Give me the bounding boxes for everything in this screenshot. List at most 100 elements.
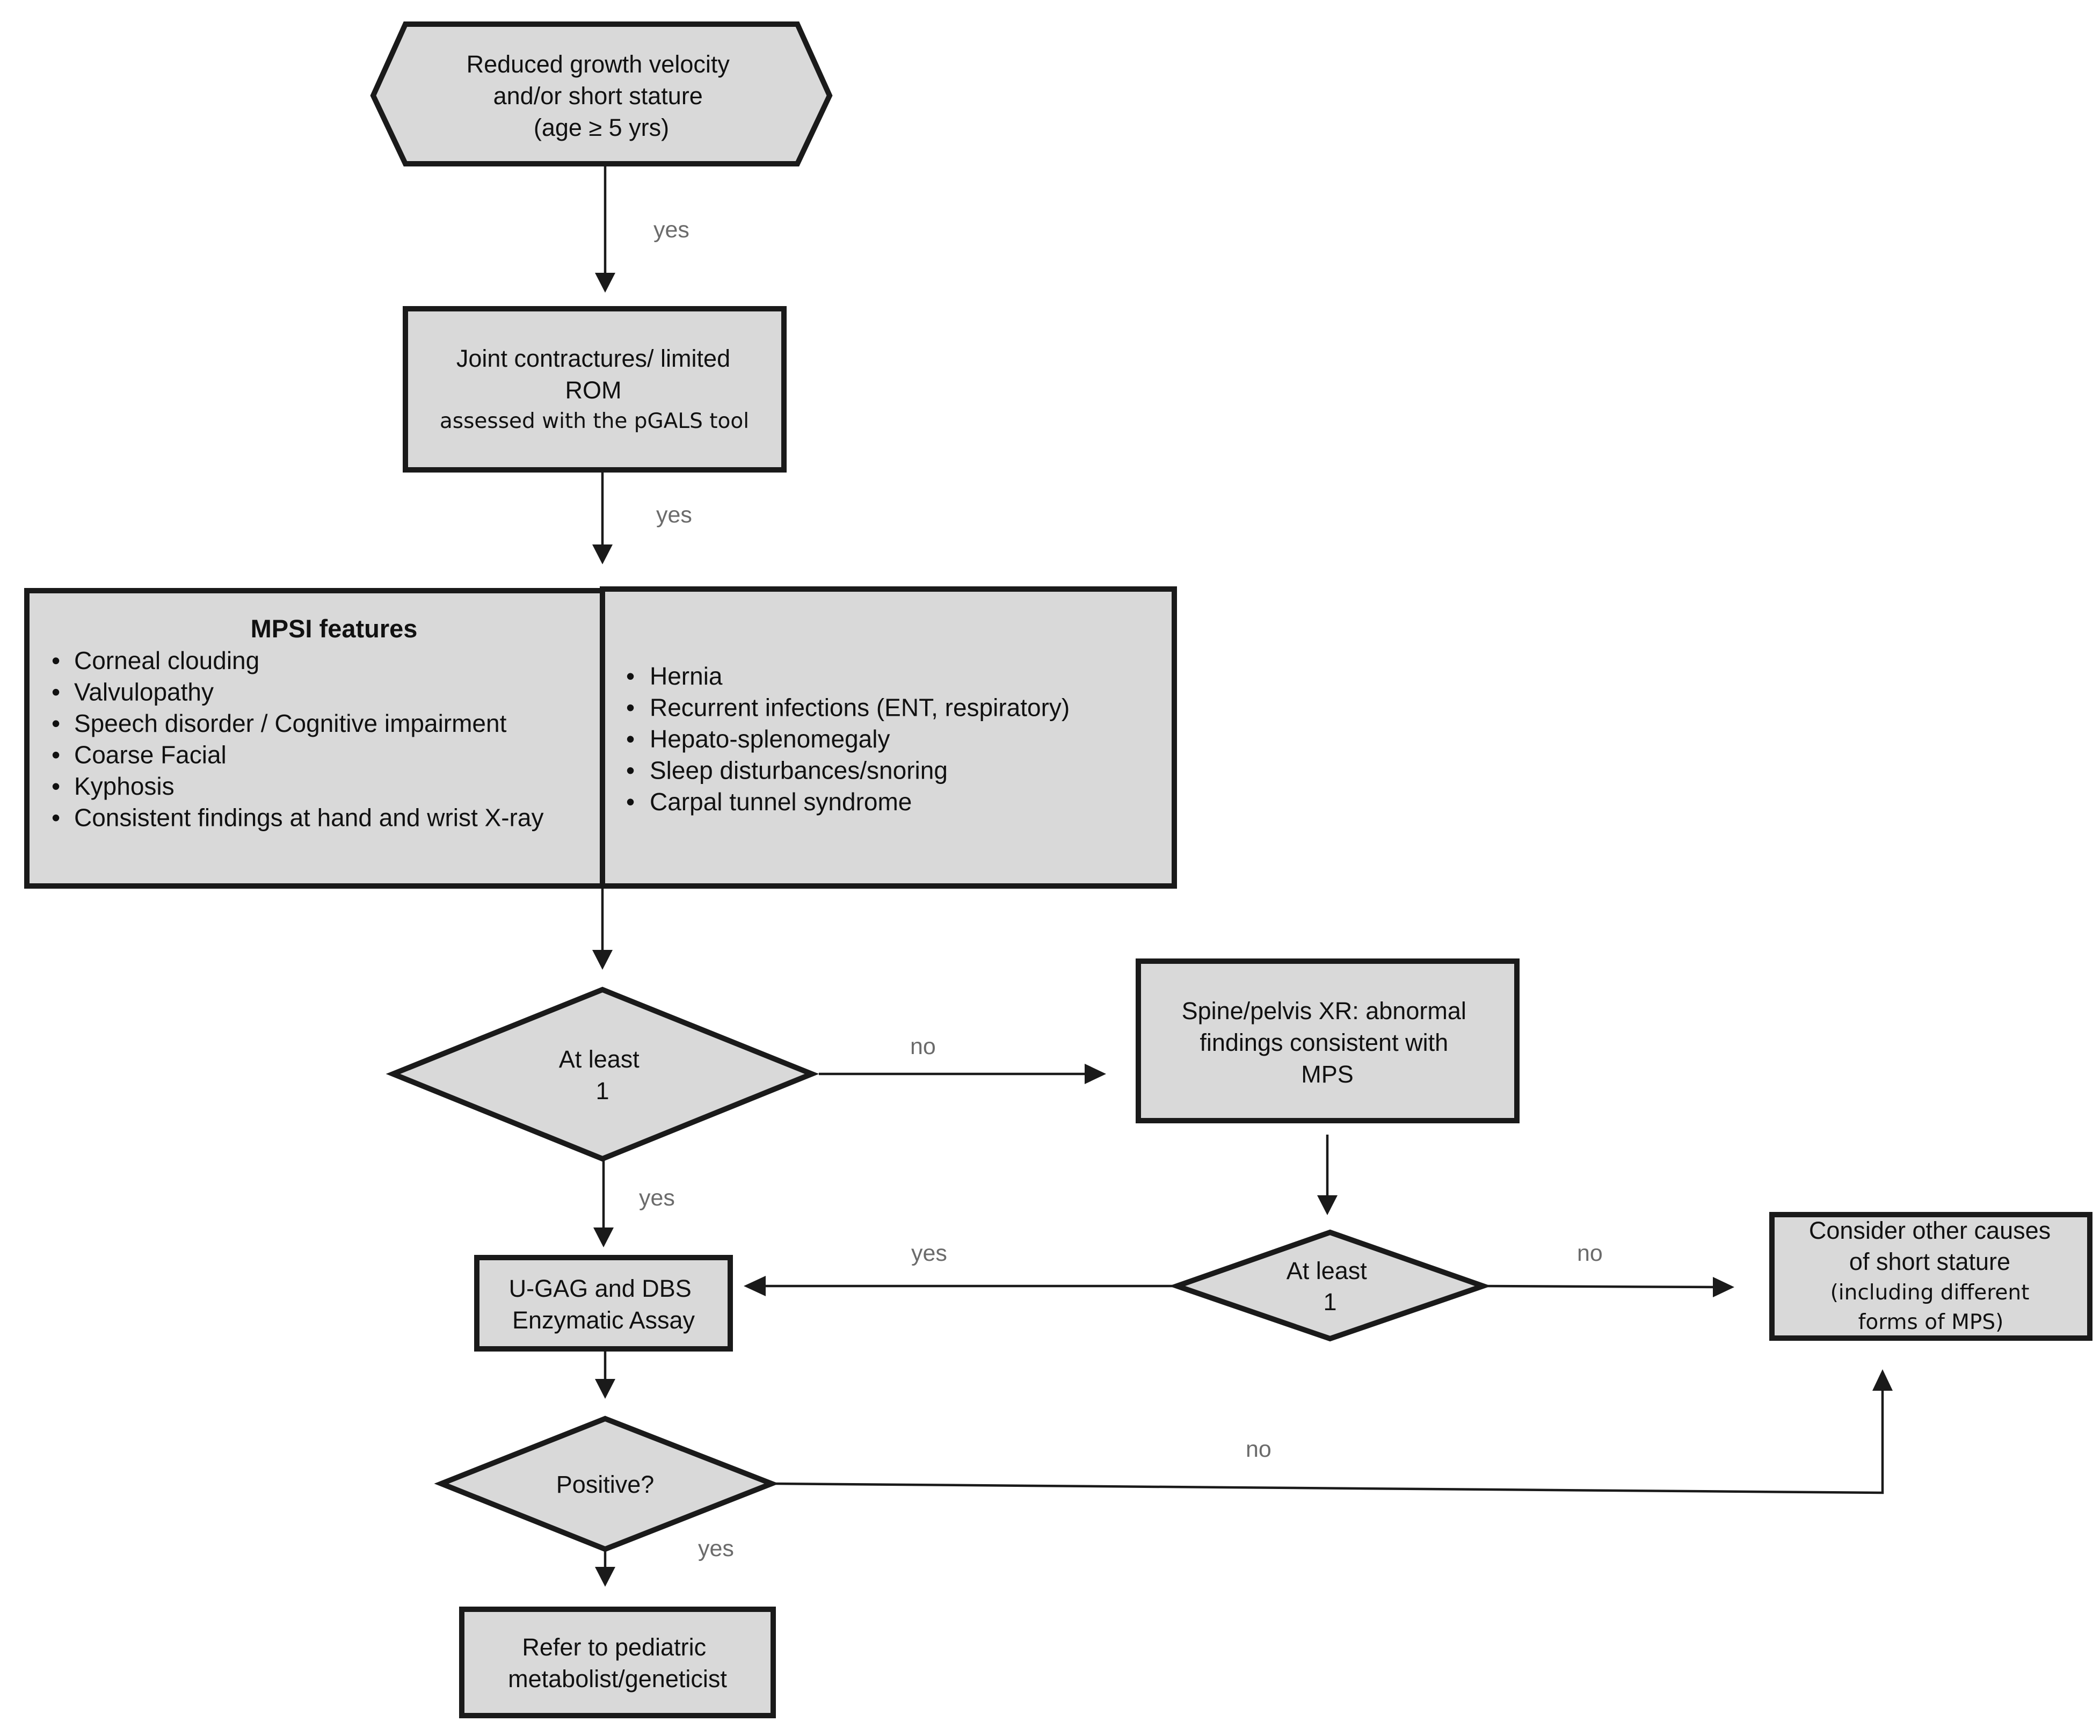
ugag-dbs-assay-box — [474, 1255, 733, 1352]
edge-label-yes: yes — [656, 502, 692, 528]
mpsi-feature-item: Recurrent infections (ENT, respiratory) — [650, 694, 1070, 722]
decision-label-line: At least — [559, 1045, 640, 1073]
edge-label-yes: yes — [698, 1536, 734, 1561]
spine-pelvis-xr-line: Spine/pelvis XR: abnormal — [1182, 997, 1466, 1025]
mpsi-feature-item: Valvulopathy — [74, 678, 214, 706]
mpsi-feature-item: Carpal tunnel syndrome — [650, 788, 912, 816]
edge-label-no: no — [1246, 1436, 1271, 1462]
edge-label-yes: yes — [653, 217, 689, 243]
arrowhead-down-icon — [595, 273, 615, 293]
other-causes-node: Consider other causes of short stature (… — [1769, 1212, 2092, 1341]
refer-specialist-node: Refer to pediatric metabolist/geneticist — [459, 1607, 776, 1718]
edge-label-no: no — [1577, 1240, 1603, 1266]
mpsi-features-right-list: • Hernia • Recurrent infections (ENT, respi… — [626, 662, 1070, 816]
edge-xr-decision-to-ugag: yes — [744, 1240, 1177, 1296]
mpsi-features-node: MPSI features • Corneal clouding • Valvulop… — [24, 586, 1177, 889]
start-label: Reduced growth velocity and/or short sta… — [467, 50, 737, 141]
decision-at-least-one-diamond — [386, 986, 819, 1162]
bullet-icon: • — [52, 772, 60, 800]
positive-decision-node: Positive? — [434, 1415, 779, 1552]
mpsi-feature-item: Kyphosis — [74, 772, 175, 800]
spine-pelvis-xr-node: Spine/pelvis XR: abnormal findings consi… — [1136, 958, 1520, 1123]
other-causes-box — [1769, 1212, 2092, 1341]
connector-line — [1483, 1284, 1716, 1289]
edge-label-yes: yes — [639, 1185, 675, 1211]
decision-xr-at-least-one-node: At least 1 — [1168, 1229, 1492, 1342]
decision-xr-at-least-one-label: At least 1 — [1287, 1257, 1374, 1316]
start-node: Reduced growth velocity and/or short sta… — [370, 21, 833, 166]
edge-decision-to-ugag: yes — [593, 1159, 675, 1247]
bullet-icon: • — [626, 694, 635, 722]
start-hexagon-shape — [370, 21, 833, 166]
bullet-icon: • — [626, 662, 635, 690]
other-causes-label: Consider other causes of short stature (… — [1809, 1217, 2053, 1334]
decision-label-line: At least — [1287, 1257, 1368, 1284]
mpsi-features-left-panel — [24, 588, 605, 889]
edge-positive-to-refer: yes — [595, 1536, 734, 1587]
bullet-icon: • — [626, 757, 635, 785]
decision-label-line: 1 — [1323, 1288, 1336, 1316]
arrowhead-left-icon — [744, 1276, 766, 1296]
decision-at-least-one-node: At least 1 — [386, 986, 819, 1162]
decision-xr-at-least-one-diamond — [1168, 1229, 1492, 1342]
edge-label-no: no — [910, 1034, 936, 1059]
spine-pelvis-xr-line: findings consistent with — [1200, 1029, 1448, 1056]
edge-xr-decision-to-other-causes: no — [1483, 1240, 1734, 1297]
other-causes-line: Consider other causes — [1809, 1217, 2051, 1244]
arrowhead-down-icon — [593, 1227, 614, 1247]
joint-contractures-line: Joint contractures/ limited — [456, 345, 730, 372]
bullet-icon: • — [52, 647, 60, 674]
mpsi-feature-item: Sleep disturbances/snoring — [650, 757, 948, 785]
connector-line — [771, 1388, 1884, 1494]
arrowhead-right-icon — [1713, 1277, 1734, 1297]
other-causes-line: forms of MPS) — [1858, 1310, 2004, 1334]
spine-pelvis-xr-box — [1136, 958, 1520, 1123]
arrowhead-down-icon — [595, 1379, 615, 1399]
mpsi-feature-item: Hernia — [650, 662, 723, 690]
mpsi-feature-item: Consistent findings at hand and wrist X-… — [74, 804, 543, 832]
mpsi-features-right-panel — [600, 586, 1177, 889]
edge-label-yes: yes — [911, 1240, 947, 1266]
bullet-icon: • — [52, 804, 60, 832]
arrowhead-down-icon — [595, 1567, 615, 1587]
mpsi-feature-item: Corneal clouding — [74, 647, 259, 674]
joint-contractures-label: Joint contractures/ limited ROM assessed… — [440, 345, 749, 433]
edge-start-to-joint: yes — [595, 164, 689, 293]
edge-decision-to-spine-xr: no — [819, 1034, 1106, 1084]
positive-decision-label: Positive? — [556, 1471, 655, 1498]
decision-at-least-one-label: At least 1 — [559, 1045, 646, 1105]
spine-pelvis-xr-line: MPS — [1301, 1061, 1354, 1088]
refer-specialist-line: metabolist/geneticist — [508, 1665, 727, 1693]
bullet-icon: • — [52, 741, 60, 769]
mpsi-features-left-list: • Corneal clouding • Valvulopathy • Speech di… — [52, 647, 543, 832]
bullet-icon: • — [626, 788, 635, 816]
refer-specialist-box — [459, 1607, 776, 1718]
edge-ugag-to-positive — [595, 1349, 615, 1399]
other-causes-line: (including different — [1830, 1281, 2030, 1305]
edge-joint-to-features: yes — [592, 470, 692, 564]
ugag-dbs-assay-label: U-GAG and DBS Enzymatic Assay — [509, 1275, 699, 1334]
decision-label-line: 1 — [595, 1077, 609, 1105]
ugag-dbs-assay-line: U-GAG and DBS — [509, 1275, 692, 1302]
edge-spine-xr-to-decision — [1317, 1135, 1338, 1215]
mpsi-feature-item: Speech disorder / Cognitive impairment — [74, 709, 507, 737]
refer-specialist-label: Refer to pediatric metabolist/geneticist — [508, 1633, 727, 1693]
bullet-icon: • — [52, 678, 60, 706]
arrowhead-down-icon — [592, 544, 613, 564]
bullet-icon: • — [52, 709, 60, 737]
start-label-line: Reduced growth velocity — [467, 50, 730, 78]
joint-contractures-box — [403, 306, 787, 473]
mpsi-feature-item: Coarse Facial — [74, 741, 227, 769]
edge-features-to-decision — [592, 886, 613, 970]
refer-specialist-line: Refer to pediatric — [522, 1633, 706, 1661]
arrowhead-up-icon — [1872, 1369, 1893, 1391]
mpsi-features-title: MPSI features — [251, 614, 418, 643]
ugag-dbs-assay-line: Enzymatic Assay — [512, 1306, 695, 1334]
arrowhead-down-icon — [592, 950, 613, 970]
start-label-line: and/or short stature — [493, 82, 703, 110]
ugag-dbs-assay-node: U-GAG and DBS Enzymatic Assay — [474, 1255, 733, 1352]
joint-contractures-subtitle: assessed with the pGALS tool — [440, 409, 749, 433]
joint-contractures-line: ROM — [565, 376, 622, 404]
mpsi-feature-item: Hepato-splenomegaly — [650, 725, 890, 753]
